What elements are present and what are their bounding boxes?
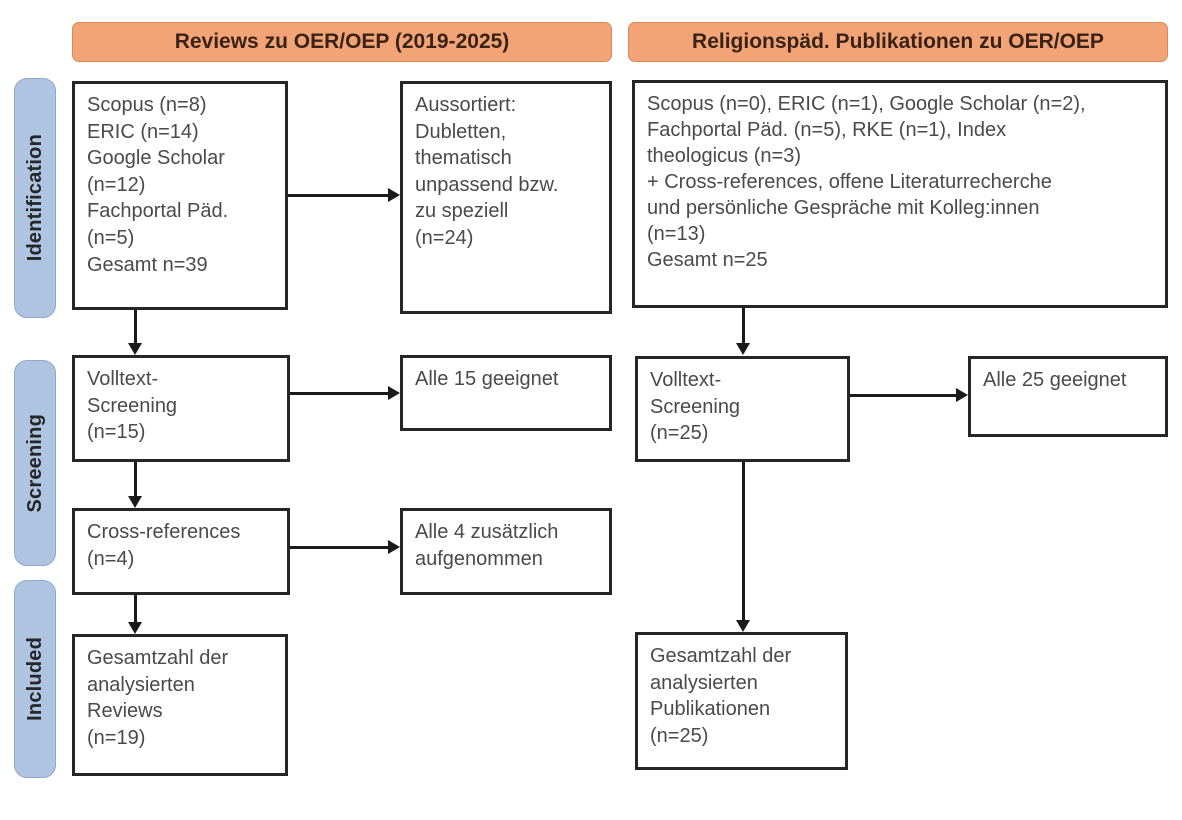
stage-label-identification: Identification <box>23 134 46 262</box>
right-fulltext-box: Volltext- Screening (n=25) <box>635 356 850 462</box>
right-fulltext-result-box: Alle 25 geeignet <box>968 356 1168 437</box>
stage-tab-identification: Identification <box>14 78 56 318</box>
connector-right-fulltext-to-included <box>742 462 745 620</box>
connector-left-crossrefs-to-result <box>290 546 388 549</box>
arrowhead-left-crossrefs-to-result <box>388 540 400 554</box>
column-header-right: Religionspäd. Publikationen zu OER/OEP <box>628 22 1168 62</box>
left-excluded-box: Aussortiert: Dubletten, thematisch unpas… <box>400 81 612 314</box>
right-included-box: Gesamtzahl der analysierten Publikatione… <box>635 632 848 770</box>
left-crossrefs-result-box: Alle 4 zusätzlich aufgenommen <box>400 508 612 595</box>
connector-left-sources-to-fulltext <box>134 310 137 343</box>
arrowhead-left-sources-to-fulltext <box>128 343 142 355</box>
stage-label-included: Included <box>23 637 46 721</box>
arrowhead-left-fulltext-to-crossrefs <box>128 496 142 508</box>
stage-tab-screening: Screening <box>14 360 56 566</box>
connector-left-fulltext-to-crossrefs <box>134 462 137 496</box>
right-sources-box: Scopus (n=0), ERIC (n=1), Google Scholar… <box>632 80 1168 308</box>
left-fulltext-result-box: Alle 15 geeignet <box>400 355 612 431</box>
arrowhead-right-sources-to-fulltext <box>736 343 750 355</box>
connector-left-sources-to-excluded <box>288 194 388 197</box>
connector-left-fulltext-to-result <box>290 392 388 395</box>
arrowhead-right-fulltext-to-result <box>956 388 968 402</box>
left-crossrefs-box: Cross-references (n=4) <box>72 508 290 595</box>
left-sources-box: Scopus (n=8) ERIC (n=14) Google Scholar … <box>72 81 288 310</box>
column-header-left: Reviews zu OER/OEP (2019-2025) <box>72 22 612 62</box>
stage-label-screening: Screening <box>23 413 46 513</box>
left-fulltext-box: Volltext- Screening (n=15) <box>72 355 290 462</box>
arrowhead-left-sources-to-excluded <box>388 188 400 202</box>
connector-right-sources-to-fulltext <box>742 308 745 343</box>
left-included-box: Gesamtzahl der analysierten Reviews (n=1… <box>72 634 288 776</box>
arrowhead-left-crossrefs-to-included <box>128 622 142 634</box>
connector-right-fulltext-to-result <box>850 394 956 397</box>
stage-tab-included: Included <box>14 580 56 778</box>
connector-left-crossrefs-to-included <box>134 595 137 622</box>
arrowhead-left-fulltext-to-result <box>388 386 400 400</box>
arrowhead-right-fulltext-to-included <box>736 620 750 632</box>
